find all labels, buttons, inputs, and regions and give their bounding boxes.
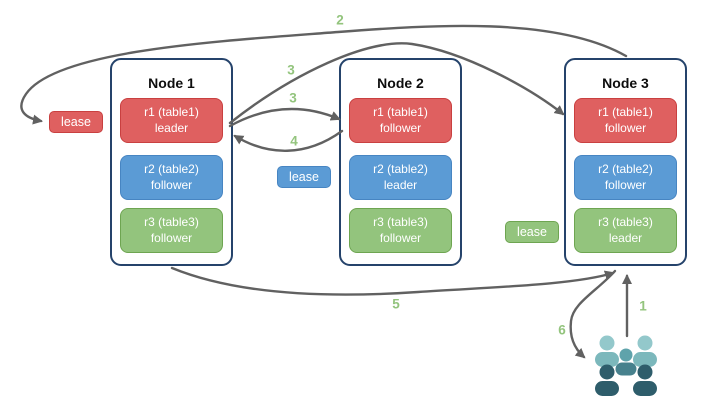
step-label-1: 1 — [639, 298, 647, 314]
user-middle — [615, 348, 637, 376]
step-label-3a: 3 — [287, 62, 295, 78]
node-1-title: Node 1 — [148, 75, 195, 91]
replica-name: r1 (table1) — [373, 105, 428, 120]
lease-tag-table1: lease — [49, 111, 103, 133]
lease-tag-table3: lease — [505, 221, 559, 243]
users-group-icon — [595, 335, 657, 396]
replica-name: r1 (table1) — [598, 105, 653, 120]
node-2-replica-r2: r2 (table2) leader — [349, 155, 452, 200]
replica-name: r3 (table3) — [373, 215, 428, 230]
step-label-6: 6 — [558, 322, 566, 338]
replica-role: follower — [604, 177, 647, 192]
user-back-left — [595, 335, 619, 367]
node-2-title: Node 2 — [377, 75, 424, 91]
arrow-step-5-leader-to-node3 — [170, 266, 615, 296]
step-label-4: 4 — [290, 133, 298, 149]
arrow-step-3-leader-to-node2 — [228, 107, 341, 128]
replica-role: follower — [379, 230, 422, 245]
node-1: Node 1 r1 (table1) leader r2 (table2) fo… — [110, 58, 233, 266]
replica-role: leader — [154, 120, 189, 135]
node-3-replica-r3: r3 (table3) leader — [574, 208, 677, 253]
node-3: Node 3 r1 (table1) follower r2 (table2) … — [564, 58, 687, 266]
step-label-2: 2 — [336, 12, 344, 28]
replica-role: follower — [150, 177, 193, 192]
node-3-replica-r1: r1 (table1) follower — [574, 98, 677, 143]
replica-role: leader — [608, 230, 643, 245]
node-3-title: Node 3 — [602, 75, 649, 91]
node-2: Node 2 r1 (table1) follower r2 (table2) … — [339, 58, 462, 266]
step-label-5: 5 — [392, 296, 400, 312]
replica-name: r3 (table3) — [598, 215, 653, 230]
step-label-3b: 3 — [289, 90, 297, 106]
replica-role: follower — [150, 230, 193, 245]
user-back-right — [633, 335, 657, 367]
node-2-replica-r3: r3 (table3) follower — [349, 208, 452, 253]
replica-name: r2 (table2) — [598, 162, 653, 177]
node-3-replica-r2: r2 (table2) follower — [574, 155, 677, 200]
replica-name: r3 (table3) — [144, 215, 199, 230]
user-front-left — [595, 364, 619, 396]
node-1-replica-r3: r3 (table3) follower — [120, 208, 223, 253]
user-front-right — [633, 364, 657, 396]
replica-name: r1 (table1) — [144, 105, 199, 120]
replica-role: leader — [383, 177, 418, 192]
node-2-replica-r1: r1 (table1) follower — [349, 98, 452, 143]
node-1-replica-r2: r2 (table2) follower — [120, 155, 223, 200]
node-1-replica-r1: r1 (table1) leader — [120, 98, 223, 143]
arrow-step-4-node2-ack-to-leader — [233, 129, 344, 152]
replica-role: follower — [604, 120, 647, 135]
replica-name: r2 (table2) — [144, 162, 199, 177]
replica-name: r2 (table2) — [373, 162, 428, 177]
replica-role: follower — [379, 120, 422, 135]
lease-tag-table2: lease — [277, 166, 331, 188]
